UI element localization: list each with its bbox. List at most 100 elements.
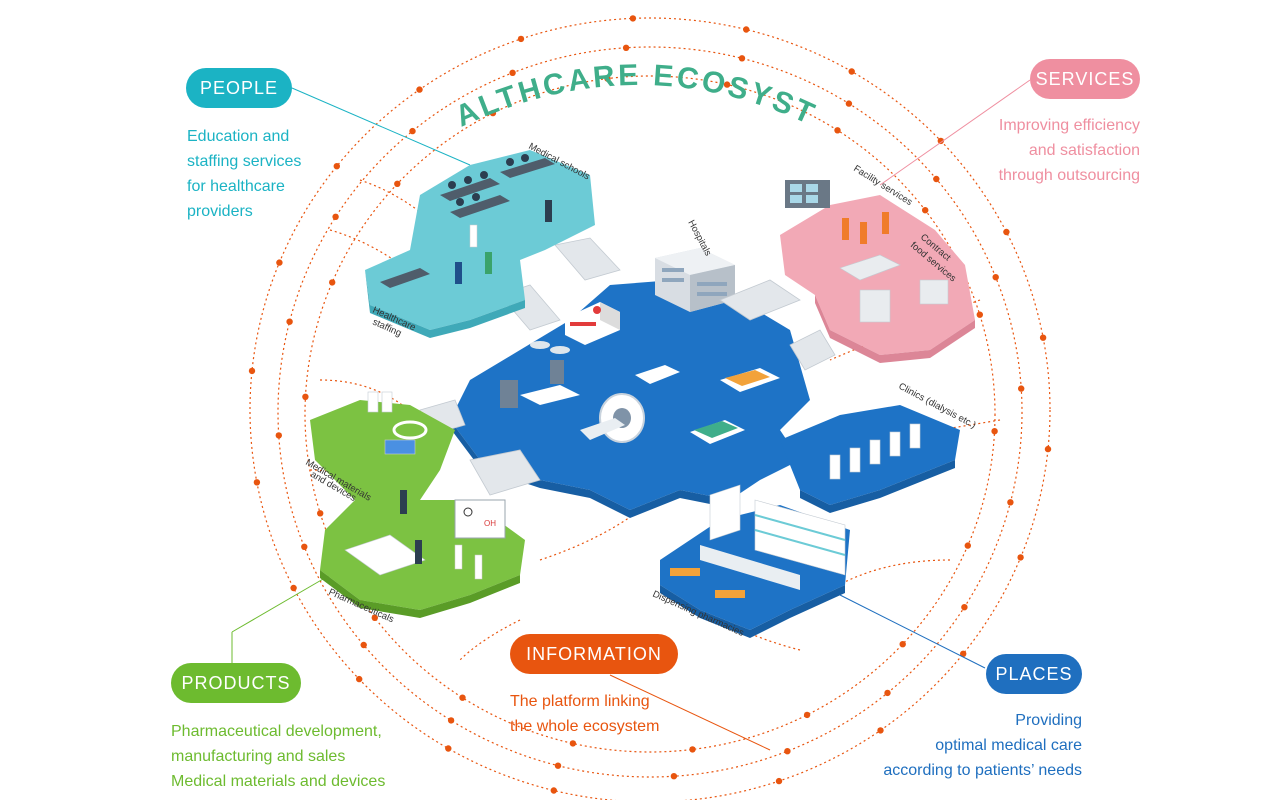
information-description: The platform linking the whole ecosystem (510, 689, 659, 739)
orbit-dot (445, 745, 452, 752)
orbit-dot (301, 543, 308, 550)
pharmacy-shelves (709, 484, 846, 576)
mri-scanner (580, 393, 645, 443)
people-platform (365, 150, 595, 338)
places-description: Providing optimal medical care according… (883, 708, 1082, 783)
orbit-dot (937, 137, 944, 145)
orbit-dot (447, 717, 455, 724)
orbit-dot (922, 207, 929, 214)
orbit-dot (784, 748, 791, 755)
orbit-dot (991, 428, 998, 435)
orbit-dot (333, 163, 340, 170)
places-desc-line: optimal medical care (935, 737, 1082, 754)
orbit-dot (992, 274, 999, 281)
orbit-dot (1039, 334, 1047, 341)
orbit-dot (604, 75, 611, 82)
orbit-dot (276, 259, 283, 266)
orbit-ring-outer (249, 17, 1051, 800)
places-desc-line: according to patients’ needs (883, 762, 1082, 779)
control-room (785, 180, 830, 208)
orbit-dot (360, 641, 367, 649)
people-desc-line: providers (187, 203, 253, 220)
orbit-dot (738, 55, 746, 62)
orbit-dot (332, 213, 339, 220)
orbit-dot (884, 689, 891, 697)
products-platform: OH (310, 391, 525, 618)
diagram-title: HEALTHCARE ECOSYSTEM (0, 0, 822, 133)
orbit-ring-middle (277, 46, 1023, 778)
products-desc-line: Medical materials and devices (171, 773, 386, 790)
places-desc-line: Providing (1015, 712, 1082, 729)
places-pill: PLACES (986, 654, 1082, 694)
services-desc-line: Improving efficiency (998, 117, 1140, 134)
orbit-dot (629, 15, 637, 22)
people-description: Education and staffing services for heal… (187, 124, 301, 224)
orbit-dot (1017, 554, 1024, 561)
dialysis-chairs (829, 423, 921, 480)
orbit-dot (409, 127, 416, 135)
services-desc-line: and satisfaction (1028, 142, 1140, 159)
stairs-services (719, 279, 836, 371)
orbit-dot (569, 740, 577, 747)
information-pill: INFORMATION (510, 634, 678, 674)
orbit-dot (964, 542, 971, 549)
whiteboard: OH (454, 499, 506, 539)
orbit-dot (622, 44, 630, 51)
people-pill: PEOPLE (186, 68, 292, 108)
orbit-dot (845, 100, 853, 107)
orbit-dot (689, 746, 696, 753)
orbit-dot (371, 614, 378, 621)
places-connector (839, 594, 986, 669)
orbit-dot (286, 318, 293, 325)
information-connector (609, 674, 771, 751)
link-path (459, 619, 521, 661)
information-desc-line: The platform linking (510, 693, 650, 710)
orbit-dot (834, 127, 841, 134)
services-platform (780, 180, 975, 363)
orbit-dots (248, 15, 1052, 794)
orbit-dot (670, 773, 678, 780)
people-desc-line: Education and (187, 128, 290, 145)
orbit-dot (960, 650, 967, 657)
products-connector (231, 574, 331, 633)
orbit-dot (356, 675, 363, 683)
orbit-dot (275, 432, 282, 439)
waiting-chairs (670, 568, 745, 598)
services-connector (879, 79, 1031, 186)
orbit-dot (933, 175, 940, 183)
people-desc-line: staffing services (187, 153, 302, 170)
orbit-dot (1044, 445, 1052, 453)
orbit-dot (961, 604, 968, 611)
people-connector (291, 87, 471, 166)
orbit-dot (248, 367, 256, 375)
orbit-dot (509, 69, 516, 77)
orbit-ring-inner (304, 75, 996, 753)
orbit-dot (723, 81, 731, 88)
orbit-dot (394, 180, 401, 187)
orbit-dot (302, 393, 309, 400)
orbit-dot (976, 311, 983, 318)
orbit-dot (848, 68, 855, 75)
clinics-platform (780, 405, 960, 513)
orbit-dot (743, 26, 750, 33)
facility-workers (842, 212, 889, 244)
classroom-desks (380, 158, 555, 288)
orbit-dot (329, 279, 336, 286)
orbit-dot (317, 510, 324, 517)
services-desc-line: through outsourcing (998, 167, 1140, 184)
orbit-dot (775, 777, 783, 785)
products-desc-line: Pharmaceutical development, (171, 723, 382, 740)
whiteboard-text: OH (484, 519, 496, 528)
orbit-dot (489, 109, 497, 117)
link-path (829, 559, 951, 591)
pharmacy-platform (660, 484, 850, 638)
products-desc-line: manufacturing and sales (171, 748, 346, 765)
orbit-dot (416, 86, 423, 93)
orbit-dot (1018, 385, 1025, 392)
orbit-dot (550, 787, 557, 794)
orbit-dot (1007, 499, 1014, 506)
people-desc-line: for healthcare (187, 178, 285, 195)
orbit-dot (899, 641, 906, 648)
orbit-dot (803, 711, 811, 719)
